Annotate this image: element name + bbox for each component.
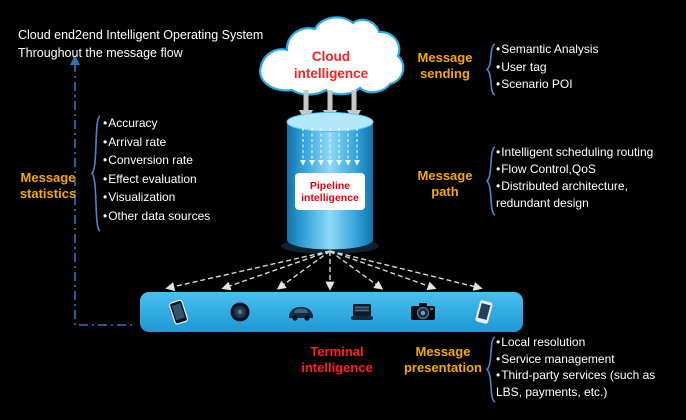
list-item: Other data sources	[103, 207, 258, 226]
feedback-line	[70, 55, 134, 326]
phone-icon	[469, 298, 499, 326]
camera-icon	[408, 298, 438, 326]
list-item: Local resolution	[496, 334, 682, 351]
sending-list: Semantic AnalysisUser tagScenario POI	[496, 41, 682, 94]
pipeline-intelligence-label: Pipeline intelligence	[301, 179, 359, 204]
statistics-title: Message statistics	[19, 170, 77, 201]
list-item: User tag	[496, 59, 682, 77]
list-item: Distributed architecture, redundant desi…	[496, 178, 684, 212]
sending-title: Message sending	[417, 50, 473, 81]
terminal-bar	[140, 292, 523, 332]
statistics-bracket	[90, 115, 101, 232]
presentation-list: Local resolutionService managementThird-…	[496, 334, 682, 400]
header-note: Cloud end2end Intelligent Operating Syst…	[18, 26, 263, 62]
terminal-intelligence-label: Terminal intelligence	[301, 344, 373, 375]
list-item: Accuracy	[103, 114, 258, 133]
path-bracket	[485, 146, 496, 216]
car-icon	[286, 298, 316, 326]
list-item: Service management	[496, 351, 682, 368]
cloud-intelligence-label: Cloud intelligence	[293, 49, 369, 81]
list-item: Semantic Analysis	[496, 41, 682, 59]
list-item: Intelligent scheduling routing	[496, 144, 684, 161]
presentation-title: Message presentation	[403, 344, 482, 375]
list-item: Effect evaluation	[103, 170, 258, 189]
list-item: Scenario POI	[496, 76, 682, 94]
list-item: Conversion rate	[103, 151, 258, 170]
path-title: Message path	[417, 168, 473, 199]
pipeline-to-terminal-arrows	[165, 250, 483, 292]
cloud-shape	[258, 16, 405, 96]
sending-bracket	[485, 43, 496, 96]
smartphone-icon	[164, 298, 194, 326]
smartwatch-icon	[225, 298, 255, 326]
feedback-arrow-icon	[70, 55, 80, 65]
list-item: Arrival rate	[103, 133, 258, 152]
presentation-bracket	[485, 336, 496, 403]
statistics-list: AccuracyArrival rateConversion rateEffec…	[103, 114, 258, 225]
header-line2: Throughout the message flow	[18, 46, 183, 60]
list-item: Third-party services (such as LBS, payme…	[496, 367, 682, 400]
header-line1: Cloud end2end Intelligent Operating Syst…	[18, 28, 264, 42]
list-item: Flow Control,QoS	[496, 161, 684, 178]
printer-icon	[347, 298, 377, 326]
list-item: Visualization	[103, 188, 258, 207]
pipeline-intelligence-box: Pipeline intelligence	[295, 173, 365, 210]
path-list: Intelligent scheduling routingFlow Contr…	[496, 144, 684, 212]
